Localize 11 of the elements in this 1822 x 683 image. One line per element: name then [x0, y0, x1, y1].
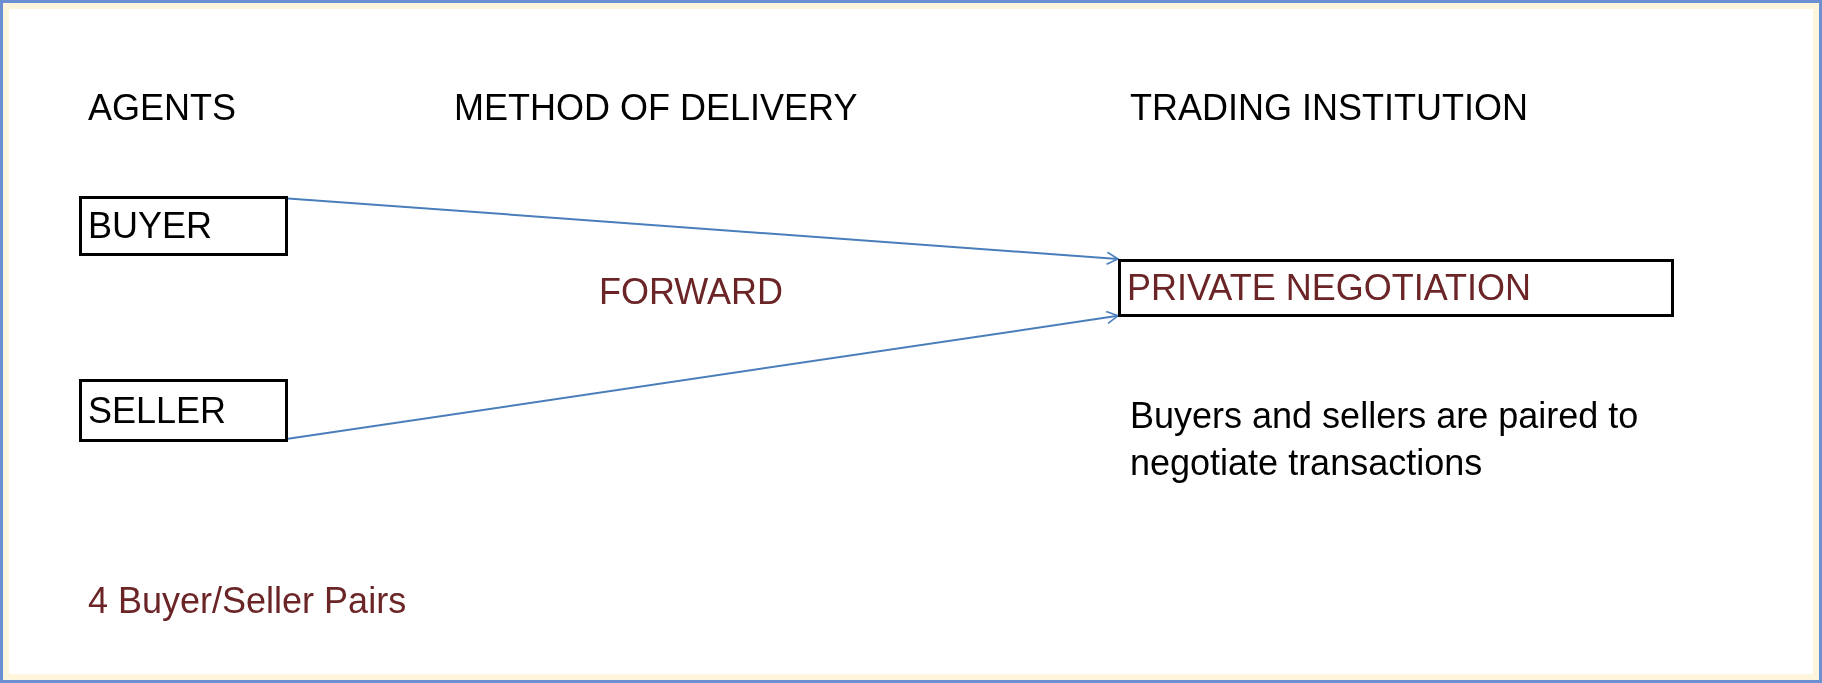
text-label: TRADING INSTITUTION	[1130, 86, 1529, 130]
text-label: FORWARD	[599, 270, 784, 314]
arrow	[287, 310, 1119, 440]
text-label: 4 Buyer/Seller Pairs	[88, 579, 408, 623]
text-label: AGENTS	[88, 86, 238, 130]
process-box: BUYER	[79, 196, 288, 256]
text-label: Buyers and sellers are paired to negotiate transactions	[1130, 394, 1640, 485]
text-label: METHOD OF DELIVERY	[454, 86, 859, 130]
arrow	[287, 197, 1119, 265]
process-box: PRIVATE NEGOTIATION	[1118, 259, 1674, 317]
process-box: SELLER	[79, 379, 288, 442]
